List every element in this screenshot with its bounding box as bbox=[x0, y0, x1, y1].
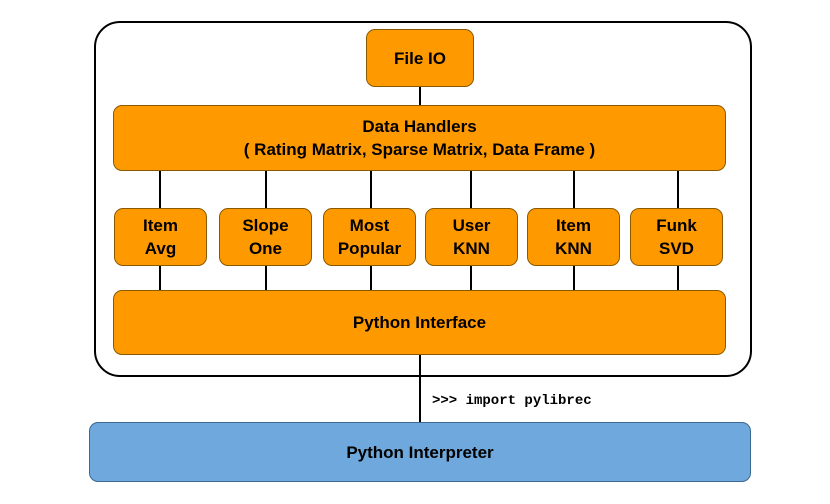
connector-item-knn-interface bbox=[573, 266, 575, 290]
file-io-box: File IO bbox=[366, 29, 474, 87]
import-statement-label: >>> import pylibrec bbox=[432, 393, 592, 409]
connector-datahandlers-item-knn bbox=[573, 171, 575, 208]
algorithm-item-knn-box: Item KNN bbox=[527, 208, 620, 266]
connector-datahandlers-item-avg bbox=[159, 171, 161, 208]
connector-user-knn-interface bbox=[470, 266, 472, 290]
algorithm-most-popular-box: Most Popular bbox=[323, 208, 416, 266]
data-handlers-box: Data Handlers ( Rating Matrix, Sparse Ma… bbox=[113, 105, 726, 171]
connector-interface-interpreter bbox=[419, 355, 421, 422]
connector-datahandlers-user-knn bbox=[470, 171, 472, 208]
connector-datahandlers-slope-one bbox=[265, 171, 267, 208]
python-interpreter-box: Python Interpreter bbox=[89, 422, 751, 482]
connector-datahandlers-most-popular bbox=[370, 171, 372, 208]
connector-item-avg-interface bbox=[159, 266, 161, 290]
connector-most-popular-interface bbox=[370, 266, 372, 290]
algorithm-funk-svd-box: Funk SVD bbox=[630, 208, 723, 266]
algorithm-slope-one-box: Slope One bbox=[219, 208, 312, 266]
algorithm-item-avg-box: Item Avg bbox=[114, 208, 207, 266]
algorithm-user-knn-box: User KNN bbox=[425, 208, 518, 266]
connector-fileio-datahandlers bbox=[419, 87, 421, 105]
connector-funk-svd-interface bbox=[677, 266, 679, 290]
connector-slope-one-interface bbox=[265, 266, 267, 290]
connector-datahandlers-funk-svd bbox=[677, 171, 679, 208]
python-interface-box: Python Interface bbox=[113, 290, 726, 355]
